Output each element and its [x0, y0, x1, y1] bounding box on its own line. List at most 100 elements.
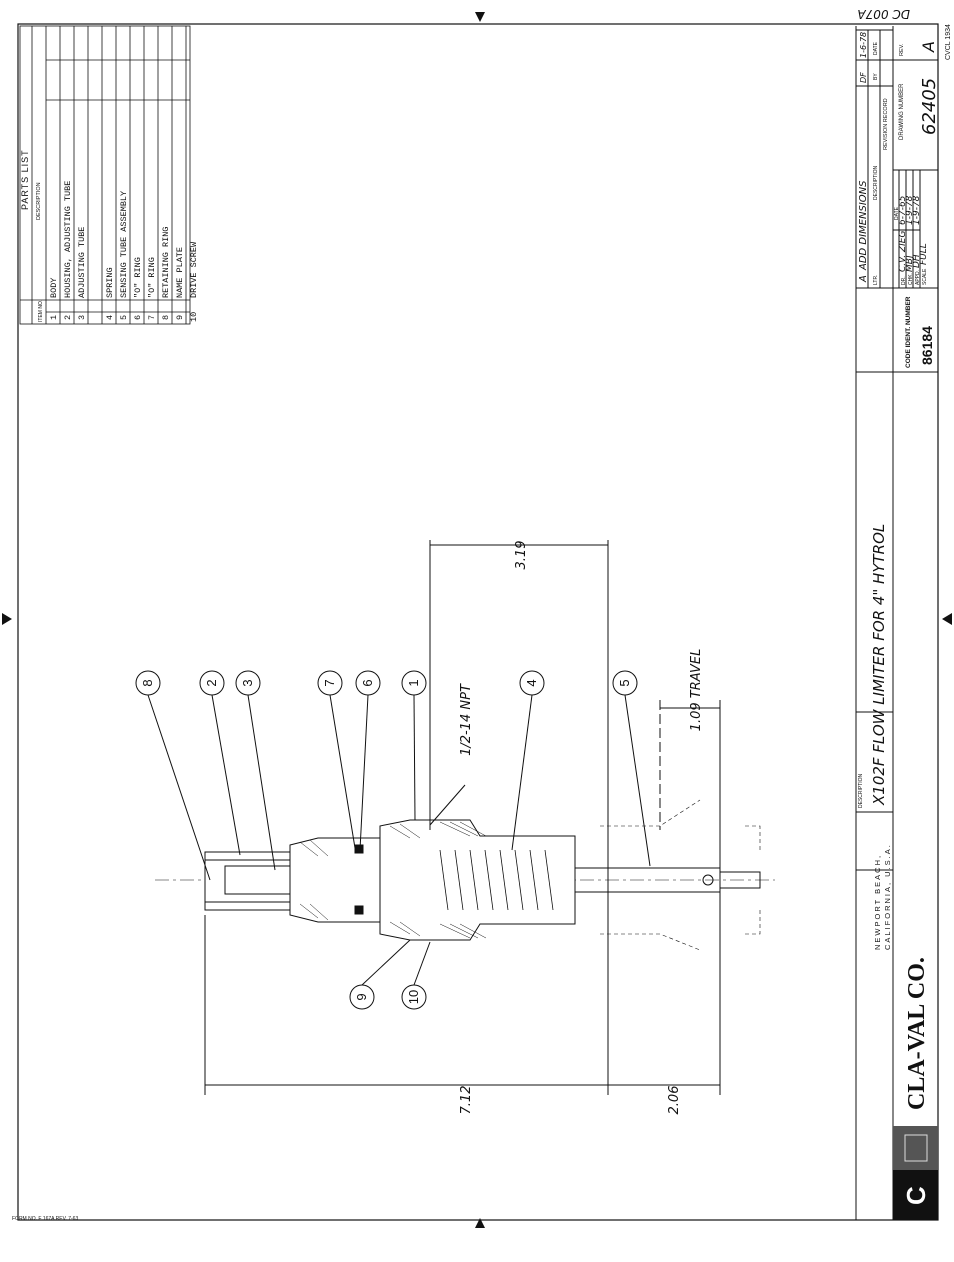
- balloon-label-2: 2: [204, 679, 219, 686]
- dim-7-12: 7.12: [459, 1086, 474, 1115]
- description-label: DESCRIPTION: [858, 773, 864, 808]
- dr-date: 6-7-65: [898, 195, 908, 225]
- appd-date: 1-9-78: [912, 195, 922, 225]
- dim-1-09-travel: 1.09 TRAVEL: [689, 649, 704, 732]
- rev-value: A: [919, 41, 938, 53]
- revision-record-label: REVISION RECORD: [883, 98, 889, 150]
- part-desc-2: HOUSING, ADJUSTING TUBE: [63, 181, 73, 298]
- date-label: DATE: [894, 206, 900, 220]
- balloon-label-4: 4: [524, 679, 539, 686]
- balloon-2: [199, 670, 225, 696]
- part-no-6: 6: [133, 315, 143, 320]
- title-block-frame: [855, 26, 938, 1220]
- rev-desc: ADD DIMENSIONS: [858, 180, 869, 271]
- balloon-9: [349, 984, 375, 1010]
- rev-date-label: DATE: [873, 41, 879, 55]
- parts-list-table: [19, 25, 191, 325]
- form-number: FORM NO. F 167A REV. 7-63: [12, 1216, 78, 1222]
- edge-arrow-left: [2, 613, 12, 625]
- part-no-3: 3: [77, 315, 87, 320]
- chk-label: CHK.: [908, 273, 914, 285]
- leader-5: [624, 694, 651, 867]
- balloon-1: [401, 670, 427, 696]
- balloon-5: [612, 670, 638, 696]
- company-address-2: CALIFORNIA, U.S.A.: [883, 843, 892, 950]
- dr-value: C.V. ZIEG: [898, 231, 908, 272]
- balloon-6: [355, 670, 381, 696]
- appd-label: APPD.: [915, 270, 921, 285]
- part-no-1: 1: [49, 315, 59, 320]
- balloon-label-5: 5: [617, 679, 632, 686]
- part-no-10: 10: [189, 312, 199, 322]
- dr-label: DR.: [901, 276, 907, 285]
- dim-npt: 1/2-14 NPT: [459, 683, 474, 756]
- body: [379, 819, 576, 941]
- part-no-8: 8: [161, 315, 171, 320]
- part-no-7: 7: [147, 315, 157, 320]
- part-desc-3: ADJUSTING TUBE: [77, 227, 87, 298]
- parts-col-item: ITEM NO.: [38, 300, 44, 322]
- part-desc-1: BODY: [49, 278, 59, 298]
- company-name: CLA-VAL CO.: [904, 957, 930, 1110]
- body-hatching: [299, 821, 487, 939]
- balloon-label-10: 10: [406, 990, 421, 1004]
- border-frame: [17, 23, 939, 1221]
- assembly-drawing: [135, 540, 775, 1095]
- balloon-label-6: 6: [360, 679, 375, 686]
- sensing-port: [702, 874, 714, 886]
- balloon-label-3: 3: [240, 679, 255, 686]
- part-desc-9: NAME PLATE: [175, 247, 185, 298]
- drawing-number-label: DRAWING NUMBER: [899, 83, 905, 140]
- leader-10: [413, 941, 431, 986]
- rev-date: 1-6-78: [859, 32, 868, 58]
- logo-c-icon: C: [901, 1186, 931, 1205]
- part-desc-5: SENSING TUBE ASSEMBLY: [119, 191, 129, 298]
- leader-7: [329, 694, 356, 849]
- balloon-10: [401, 984, 427, 1010]
- logo-grey-band: [893, 1126, 938, 1170]
- balloon-8: [135, 670, 161, 696]
- part-desc-4: SPRING: [105, 267, 115, 298]
- dim-2-06: 2.06: [667, 1086, 682, 1115]
- drawing-number: 62405: [919, 78, 940, 135]
- rev-by-label: BY: [873, 73, 879, 80]
- balloon-label-1: 1: [406, 679, 421, 686]
- balloon-label-9: 9: [354, 993, 369, 1000]
- leader-npt: [429, 784, 466, 826]
- leader-9: [361, 939, 411, 986]
- leader-3: [247, 694, 276, 871]
- part-no-2: 2: [63, 315, 73, 320]
- part-desc-6: "O" RING: [133, 257, 143, 298]
- sheet-corner-id: DC 007A: [857, 7, 910, 21]
- rev-by: DF: [859, 72, 868, 83]
- leader-2: [211, 694, 241, 856]
- part-desc-7: "O" RING: [147, 257, 157, 298]
- hex-section: [289, 837, 381, 923]
- code-ident-label: CODE IDENT. NUMBER: [905, 296, 912, 368]
- balloon-7: [317, 670, 343, 696]
- drawing-description: X102F FLOW LIMITER FOR 4" HYTROL: [870, 524, 888, 806]
- leader-4: [511, 694, 533, 851]
- part-no-9: 9: [175, 315, 185, 320]
- o-ring-7: [354, 905, 364, 915]
- dim-3-19: 3.19: [514, 541, 529, 570]
- housing-adjusting-tube: [204, 851, 296, 911]
- balloon-4: [519, 670, 545, 696]
- rev-ltr-label: LTR.: [873, 275, 879, 285]
- valve-logo-icon: [904, 1134, 928, 1162]
- sheet-mark: CVCL 1934: [945, 24, 952, 60]
- scale-label: SCALE: [922, 268, 928, 285]
- leader-1: [413, 694, 416, 821]
- edge-arrow-bottom: [475, 1218, 485, 1228]
- rev-label: REV.: [899, 43, 905, 56]
- chk-date: 1-9-78: [905, 195, 915, 225]
- balloon-3: [235, 670, 261, 696]
- leader-6: [359, 694, 369, 851]
- parts-col-desc: DESCRIPTION: [36, 182, 42, 220]
- balloon-label-8: 8: [140, 679, 155, 686]
- scale-value: FULL: [919, 243, 929, 265]
- part-desc-10: DRIVE SCREW: [189, 241, 199, 298]
- part-no-4: 4: [105, 315, 115, 320]
- balloon-label-7: 7: [322, 679, 337, 686]
